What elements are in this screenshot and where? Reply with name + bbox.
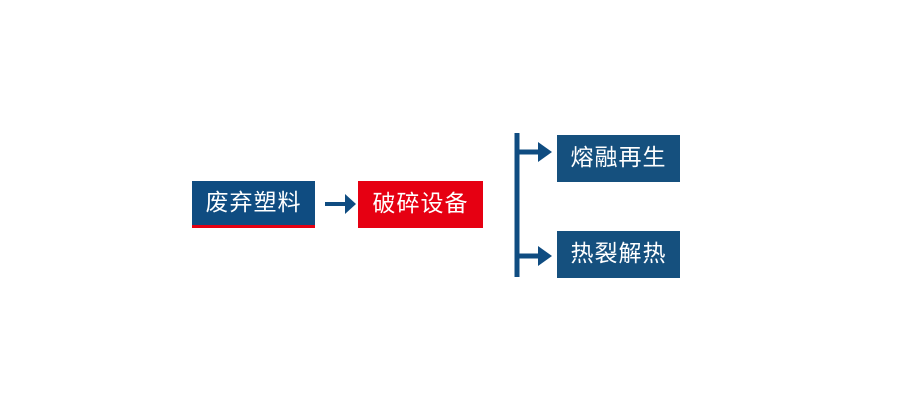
node-branch-top-label: 熔融再生 xyxy=(570,145,667,171)
node-process-label: 破碎设备 xyxy=(372,191,469,217)
node-crushing-equipment[interactable]: 破碎设备 xyxy=(358,181,483,228)
node-branch-bottom-label: 热裂解热 xyxy=(570,241,667,267)
split-branch-top-arrowhead xyxy=(538,142,552,162)
arrow-input-to-process xyxy=(325,194,356,214)
split-branch-bottom-arrowhead xyxy=(538,246,552,266)
connector-split-bus xyxy=(514,133,552,277)
node-pyrolysis-heat[interactable]: 热裂解热 xyxy=(557,231,680,278)
node-melt-regeneration[interactable]: 熔融再生 xyxy=(557,135,680,182)
node-input-label: 废弃塑料 xyxy=(205,189,302,216)
node-input-waste-plastic[interactable]: 废弃塑料 xyxy=(192,181,315,228)
